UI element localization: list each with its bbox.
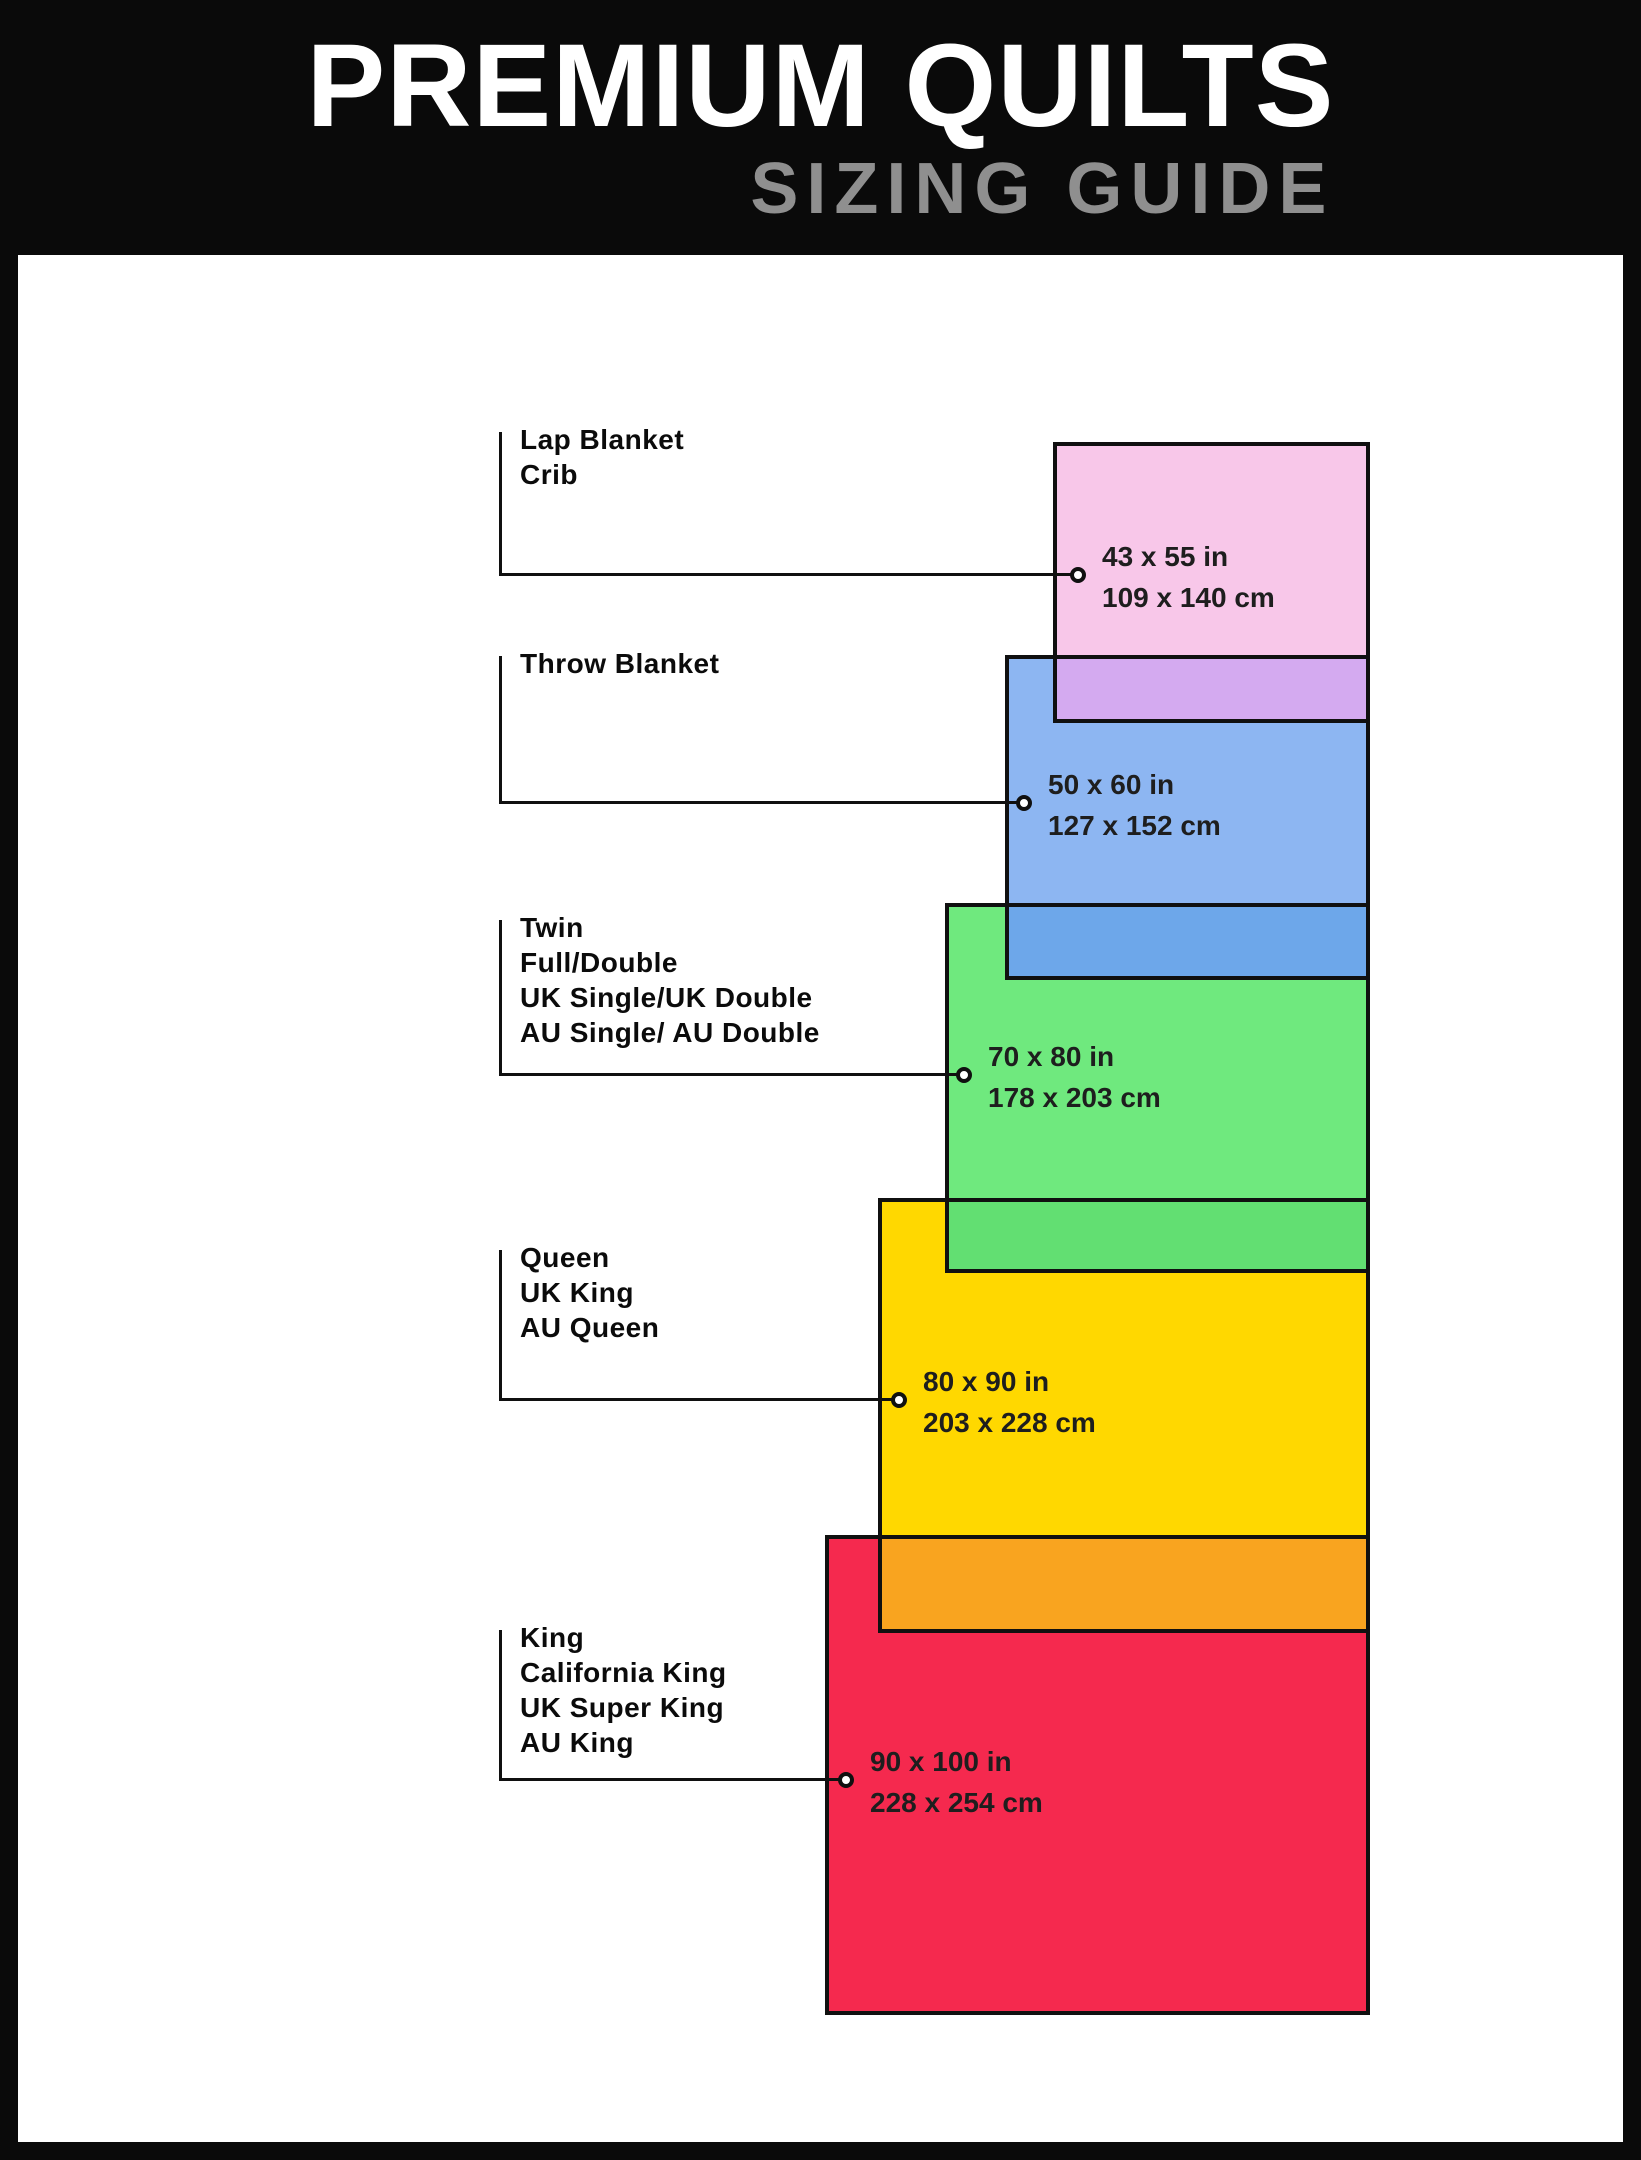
leader-dot bbox=[891, 1392, 907, 1408]
title-block: PREMIUM QUILTS SIZING GUIDE bbox=[307, 26, 1335, 230]
label-line: AU Single/ AU Double bbox=[520, 1017, 820, 1048]
size-inches: 50 x 60 in bbox=[1048, 769, 1175, 800]
size-lap-crib: 43 x 55 in 109 x 140 cm bbox=[1102, 536, 1275, 618]
size-cm: 127 x 152 cm bbox=[1048, 810, 1221, 841]
label-lap-crib: Lap Blanket Crib bbox=[520, 422, 684, 492]
label-line: UK King bbox=[520, 1277, 634, 1308]
leader-line-vertical bbox=[499, 656, 502, 803]
label-line: AU King bbox=[520, 1727, 634, 1758]
leader-line-vertical bbox=[499, 920, 502, 1075]
overlap-twin-queen bbox=[945, 1198, 1370, 1273]
size-cm: 203 x 228 cm bbox=[923, 1407, 1096, 1438]
label-line: King bbox=[520, 1622, 585, 1653]
overlap-lap-throw bbox=[1053, 655, 1370, 723]
label-king: King California King UK Super King AU Ki… bbox=[520, 1620, 727, 1760]
label-line: UK Super King bbox=[520, 1692, 725, 1723]
size-throw: 50 x 60 in 127 x 152 cm bbox=[1048, 764, 1221, 846]
quilt-outline-twin bbox=[945, 903, 1370, 1273]
size-twin: 70 x 80 in 178 x 203 cm bbox=[988, 1036, 1161, 1118]
size-king: 90 x 100 in 228 x 254 cm bbox=[870, 1741, 1043, 1823]
quilt-outline-king bbox=[825, 1535, 1370, 2015]
leader-line-vertical bbox=[499, 1250, 502, 1400]
leader-line-horizontal bbox=[499, 1073, 965, 1076]
label-line: Throw Blanket bbox=[520, 648, 720, 679]
leader-dot bbox=[1070, 567, 1086, 583]
overlap-throw-twin bbox=[1005, 903, 1370, 980]
quilt-outline-throw bbox=[1005, 655, 1370, 980]
label-line: UK Single/UK Double bbox=[520, 982, 813, 1013]
label-line: Twin bbox=[520, 912, 584, 943]
leader-line-vertical bbox=[499, 1630, 502, 1780]
label-line: Crib bbox=[520, 459, 578, 490]
page-title: PREMIUM QUILTS bbox=[306, 20, 1335, 152]
label-line: AU Queen bbox=[520, 1312, 660, 1343]
leader-line-horizontal bbox=[499, 573, 1079, 576]
size-cm: 178 x 203 cm bbox=[988, 1082, 1161, 1113]
label-line: Queen bbox=[520, 1242, 610, 1273]
size-cm: 109 x 140 cm bbox=[1102, 582, 1275, 613]
size-inches: 70 x 80 in bbox=[988, 1041, 1115, 1072]
label-line: California King bbox=[520, 1657, 727, 1688]
overlap-queen-king bbox=[878, 1535, 1370, 1633]
leader-dot bbox=[838, 1772, 854, 1788]
label-twin: Twin Full/Double UK Single/UK Double AU … bbox=[520, 910, 820, 1050]
label-queen: Queen UK King AU Queen bbox=[520, 1240, 659, 1345]
page-subtitle: SIZING GUIDE bbox=[750, 149, 1335, 230]
size-cm: 228 x 254 cm bbox=[870, 1787, 1043, 1818]
leader-line-vertical bbox=[499, 432, 502, 575]
label-throw: Throw Blanket bbox=[520, 646, 719, 681]
leader-line-horizontal bbox=[499, 1398, 900, 1401]
leader-line-horizontal bbox=[499, 801, 1025, 804]
size-inches: 43 x 55 in bbox=[1102, 541, 1229, 572]
size-queen: 80 x 90 in 203 x 228 cm bbox=[923, 1361, 1096, 1443]
label-line: Full/Double bbox=[520, 947, 678, 978]
size-inches: 90 x 100 in bbox=[870, 1746, 1012, 1777]
header: PREMIUM QUILTS SIZING GUIDE bbox=[0, 0, 1641, 255]
size-inches: 80 x 90 in bbox=[923, 1366, 1050, 1397]
quilt-outline-lap-crib bbox=[1053, 442, 1370, 723]
label-line: Lap Blanket bbox=[520, 424, 685, 455]
content-panel bbox=[18, 255, 1623, 2142]
leader-line-horizontal bbox=[499, 1778, 847, 1781]
leader-dot bbox=[956, 1067, 972, 1083]
quilt-outline-queen bbox=[878, 1198, 1370, 1633]
leader-dot bbox=[1016, 795, 1032, 811]
